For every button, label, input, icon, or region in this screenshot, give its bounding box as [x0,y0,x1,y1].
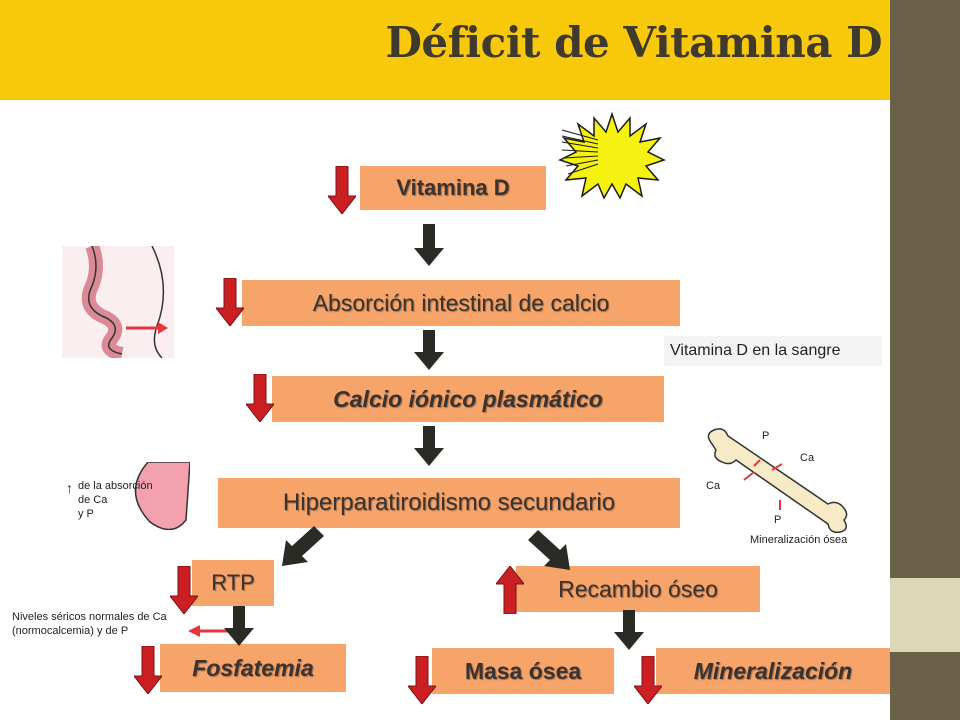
node-masa-osea: Masa ósea [432,648,614,694]
serum-caption-line-1: Niveles séricos normales de Ca [12,611,167,623]
flow-arrow-diagonal-left-icon [282,526,324,566]
stomach-caption-line-3: y P [78,508,94,520]
blood-caption-box: Vitamina D en la sangre [664,336,882,366]
node-recambio-oseo: Recambio óseo [516,566,760,612]
node-calcio-ionico: Calcio iónico plasmático [272,376,664,422]
node-absorcion-intestinal: Absorción intestinal de calcio [242,280,680,326]
flow-arrow-diagonal-right-icon [528,530,570,570]
stomach-image: ↑ de la absorción de Ca y P [60,462,190,530]
blood-caption: Vitamina D en la sangre [670,342,841,359]
node-vitamina-d: Vitamina D [360,166,546,210]
down-arrow-icon [170,566,198,614]
down-arrow-icon [216,278,244,326]
stomach-icon [134,462,190,530]
bone-caption: Mineralización ósea [750,534,848,546]
serum-red-arrow-icon [188,625,228,637]
stomach-caption-line-2: de Ca [78,494,108,506]
bone-image: P Ca Ca P Mineralización ósea [700,426,880,552]
flow-arrow-icon [414,224,444,266]
node-rtp: RTP [192,560,274,606]
flow-arrow-icon [414,330,444,370]
slide-title: Déficit de Vitamina D [385,18,882,67]
intestine-icon [62,243,174,361]
title-bar: Déficit de Vitamina D [0,0,890,100]
down-arrow-icon [134,646,162,694]
bone-label-p-bottom: P [774,514,782,526]
intestine-image [62,243,174,361]
bone-label-p-top: P [762,430,770,442]
node-mineralizacion: Mineralización [656,648,890,694]
sun-icon [558,111,666,200]
node-hiperparatiroidismo: Hiperparatiroidismo secundario [218,478,680,528]
serum-caption-box: Niveles séricos normales de Ca (normocal… [8,605,234,647]
flow-arrow-icon [414,426,444,466]
serum-caption-line-2: (normocalcemia) y de P [12,625,129,637]
node-fosfatemia: Fosfatemia [160,644,346,692]
stomach-caption-line-1: de la absorción [78,480,153,492]
bone-icon [707,428,848,534]
up-arrow-icon [496,566,524,614]
flow-arrow-icon [614,610,644,650]
down-arrow-icon [634,656,662,704]
down-arrow-icon [246,374,274,422]
flow-arrow-icon [224,606,254,646]
bone-label-ca-right: Ca [800,452,815,464]
sidebar-accent [890,578,960,652]
down-arrow-icon [328,166,356,214]
bone-label-ca-left: Ca [706,480,721,492]
small-up-arrow-icon: ↑ [66,480,73,496]
down-arrow-icon [408,656,436,704]
